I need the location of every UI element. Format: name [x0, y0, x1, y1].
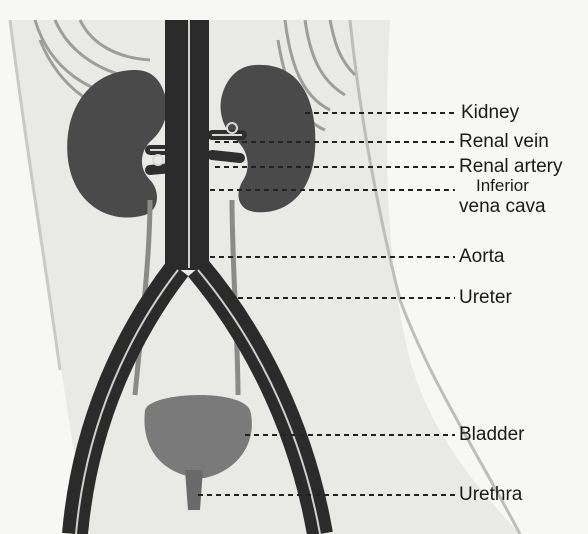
urethra-shape [185, 470, 203, 510]
label-renal-artery: Renal artery [459, 157, 563, 177]
label-aorta: Aorta [459, 247, 504, 267]
label-ivc-line1: Inferior [476, 176, 529, 196]
aorta-trunk [189, 20, 209, 270]
label-renal-vein: Renal vein [459, 132, 549, 152]
label-ivc-line2: vena cava [459, 197, 546, 217]
great-vessels [165, 20, 209, 270]
label-ureter: Ureter [459, 288, 512, 308]
inferior-vena-cava-trunk [165, 20, 189, 270]
label-urethra: Urethra [459, 485, 522, 505]
label-kidney: Kidney [461, 103, 519, 123]
label-bladder: Bladder [459, 425, 525, 445]
